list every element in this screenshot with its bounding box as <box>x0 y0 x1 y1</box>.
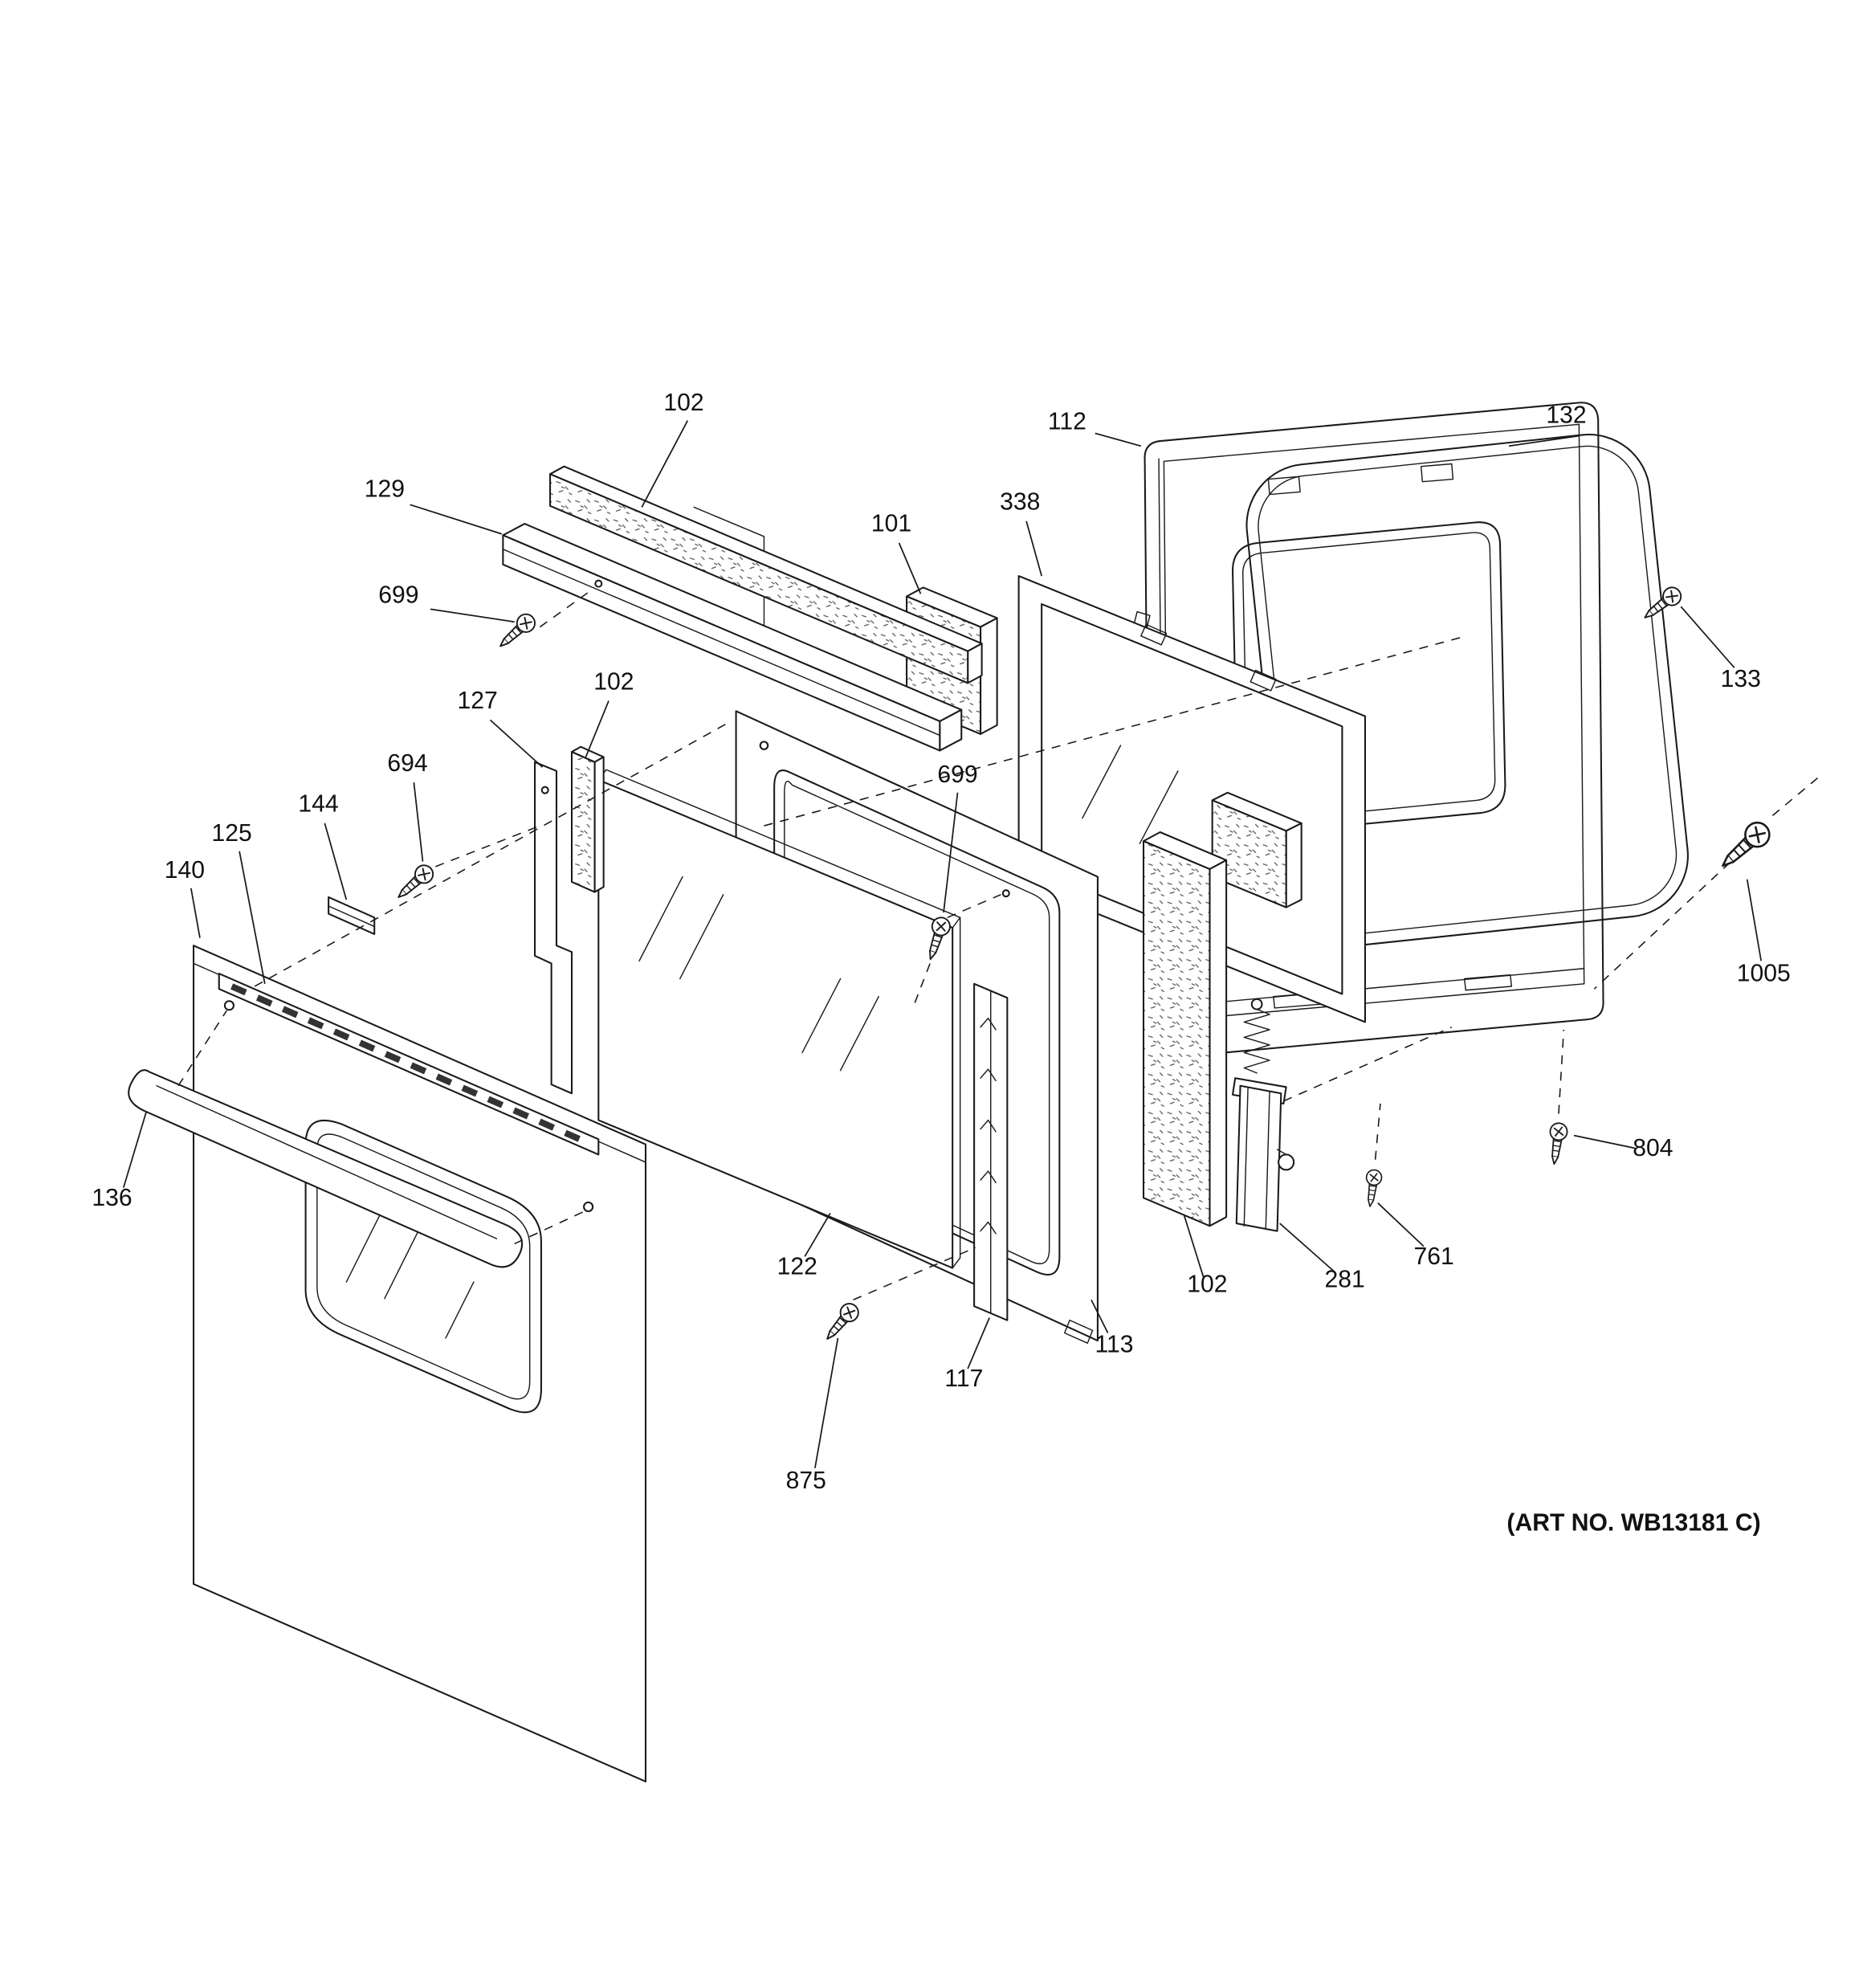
part-label-102-side: 102 <box>593 668 634 695</box>
screw-1005 <box>1714 816 1775 876</box>
part-label-113: 113 <box>1095 1331 1134 1357</box>
leader-lines <box>122 420 1762 1468</box>
part-label-140: 140 <box>165 857 205 884</box>
part-label-117: 117 <box>944 1365 983 1392</box>
part-label-127: 127 <box>458 688 498 714</box>
part-label-102-block: 102 <box>1187 1272 1227 1298</box>
side-bracket <box>533 761 573 1095</box>
vent-strip <box>218 973 600 1156</box>
hinge-assembly <box>1232 998 1295 1232</box>
art-number: (ART NO. WB13181 C) <box>1506 1509 1760 1536</box>
glass-channel <box>973 982 1009 1321</box>
insulation-block-102 <box>1143 831 1228 1227</box>
part-label-699-center: 699 <box>937 761 977 788</box>
part-label-699-left: 699 <box>378 582 418 608</box>
part-label-133: 133 <box>1721 666 1761 692</box>
part-label-101: 101 <box>871 511 911 537</box>
insulation-strip-side <box>570 745 605 893</box>
screw-133 <box>1638 582 1686 626</box>
inner-glass-pane <box>597 769 961 1269</box>
part-label-112: 112 <box>1048 409 1086 435</box>
screw-699-left <box>493 610 540 654</box>
top-trim-assembly <box>502 465 983 752</box>
screw-875 <box>819 1299 863 1346</box>
part-label-136: 136 <box>92 1185 132 1211</box>
part-label-132: 132 <box>1546 402 1586 429</box>
part-label-122: 122 <box>777 1254 817 1280</box>
part-label-694: 694 <box>387 750 427 777</box>
alignment-dashes <box>177 588 1820 1300</box>
part-label-875: 875 <box>786 1468 826 1494</box>
part-label-761: 761 <box>1413 1243 1453 1270</box>
screw-761 <box>1361 1168 1384 1209</box>
insulation-pad-center <box>1211 791 1302 908</box>
part-label-129: 129 <box>365 476 405 503</box>
part-label-281: 281 <box>1324 1266 1364 1292</box>
part-label-1005: 1005 <box>1737 961 1791 987</box>
screw-804 <box>1544 1121 1569 1166</box>
part-labels: 102 129 699 127 102 694 144 125 140 136 … <box>92 390 1790 1494</box>
part-label-125: 125 <box>211 820 251 847</box>
part-label-102-top: 102 <box>663 390 703 416</box>
part-label-338: 338 <box>1000 489 1040 516</box>
part-label-804: 804 <box>1633 1135 1673 1161</box>
part-label-144: 144 <box>298 791 338 818</box>
clip-144 <box>328 896 376 935</box>
